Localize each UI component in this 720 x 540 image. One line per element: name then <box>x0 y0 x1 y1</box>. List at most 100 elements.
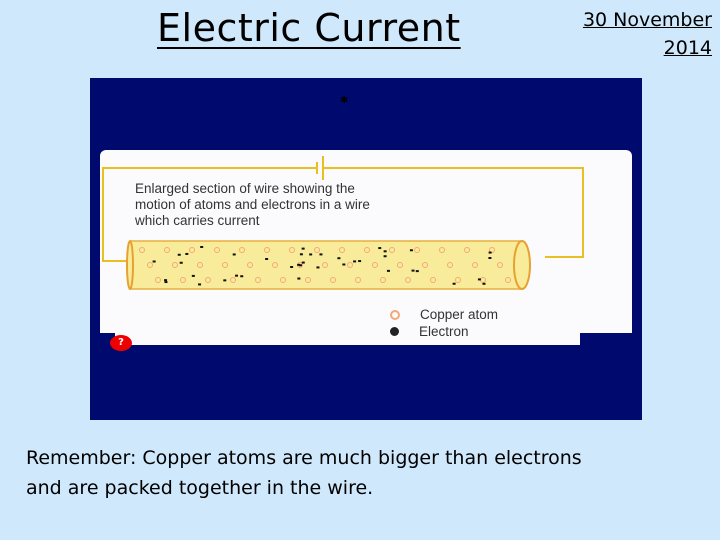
electron <box>316 266 320 269</box>
copper-atom <box>255 277 261 283</box>
wire-cylinder <box>129 240 523 290</box>
electron <box>164 281 168 284</box>
copper-atom <box>314 247 320 253</box>
copper-atom <box>214 247 220 253</box>
electron <box>191 274 195 277</box>
copper-atom <box>305 277 311 283</box>
copper-atom <box>405 277 411 283</box>
copper-atom <box>330 277 336 283</box>
copper-atom <box>439 247 445 253</box>
marker-icon: ✱ <box>340 95 349 106</box>
electron <box>200 246 204 249</box>
electron <box>297 263 301 266</box>
electron <box>301 247 305 250</box>
electron <box>198 283 202 286</box>
electron <box>452 282 456 285</box>
circuit-svg <box>102 156 584 290</box>
copper-atom <box>372 262 378 268</box>
electron <box>177 253 181 256</box>
electron <box>342 263 346 266</box>
electron <box>337 257 341 260</box>
particles <box>139 246 511 286</box>
copper-atom <box>289 247 295 253</box>
legend: Copper atom Electron <box>390 306 498 340</box>
electron <box>482 282 486 285</box>
copper-atom <box>280 277 286 283</box>
legend-item-electron: Electron <box>390 323 498 340</box>
electron <box>411 269 415 272</box>
copper-atom <box>397 262 403 268</box>
electron <box>386 269 390 272</box>
date-line: 30 November <box>582 9 712 31</box>
copper-atom <box>180 277 186 283</box>
copper-atom <box>497 262 503 268</box>
caption-line: and are packed together in the wire. <box>26 477 374 499</box>
copper-atom <box>239 247 245 253</box>
copper-atom <box>164 247 170 253</box>
copper-atom <box>230 277 236 283</box>
electron <box>309 253 313 256</box>
electron <box>179 261 183 264</box>
electron <box>232 253 236 256</box>
copper-atom <box>222 262 228 268</box>
circuit-wire-left <box>102 167 316 262</box>
wire-end-right <box>513 240 531 290</box>
panel-notch <box>580 333 632 347</box>
copper-atom <box>505 277 511 283</box>
copper-atom <box>155 277 161 283</box>
legend-label: Electron <box>419 324 469 339</box>
wire-diagram: ✱ Enlarged section of wire showing the m… <box>90 78 642 420</box>
electron <box>290 266 294 269</box>
electron <box>383 250 387 253</box>
electron <box>240 275 244 278</box>
copper-atom <box>455 277 461 283</box>
caption-line: Remember: Copper atoms are much bigger t… <box>26 447 582 469</box>
wire-end-left <box>126 240 134 290</box>
copper-atom <box>264 247 270 253</box>
copper-atom <box>414 247 420 253</box>
copper-atom <box>355 277 361 283</box>
electron <box>265 258 269 261</box>
copper-atom <box>205 277 211 283</box>
copper-atom-icon <box>390 309 400 320</box>
copper-atom <box>430 277 436 283</box>
copper-atom <box>447 262 453 268</box>
copper-atom <box>139 247 145 253</box>
date: 30 November 2014 <box>583 6 712 62</box>
date-year: 2014 <box>663 37 712 59</box>
legend-item-copper: Copper atom <box>390 306 498 323</box>
electron <box>353 260 357 263</box>
electron <box>299 253 303 256</box>
electron <box>301 261 305 264</box>
copper-atom <box>364 247 370 253</box>
caption: Remember: Copper atoms are much bigger t… <box>26 443 582 503</box>
copper-atom <box>472 262 478 268</box>
electron <box>164 279 168 282</box>
page-title: Electric Current <box>157 6 461 50</box>
electron <box>319 253 323 256</box>
legend-label: Copper atom <box>420 307 499 322</box>
circuit-wire-right <box>324 167 584 258</box>
copper-atom <box>197 262 203 268</box>
copper-atom <box>247 262 253 268</box>
copper-atom <box>422 262 428 268</box>
electron <box>415 270 419 273</box>
copper-atom <box>489 247 495 253</box>
copper-atom <box>339 247 345 253</box>
help-button[interactable]: ? <box>110 335 132 351</box>
electron <box>488 256 492 259</box>
electron <box>378 247 382 250</box>
copper-atom <box>147 262 153 268</box>
electron <box>298 264 302 267</box>
description-line: Enlarged section of wire showing the <box>135 181 355 196</box>
electron <box>488 251 492 254</box>
description-line: which carries current <box>135 213 260 228</box>
copper-atom <box>322 262 328 268</box>
electron <box>477 278 481 281</box>
copper-atom <box>172 262 178 268</box>
electron <box>358 260 362 263</box>
copper-atom <box>389 247 395 253</box>
electron <box>152 260 156 263</box>
electron <box>185 252 189 255</box>
electron <box>297 277 301 280</box>
